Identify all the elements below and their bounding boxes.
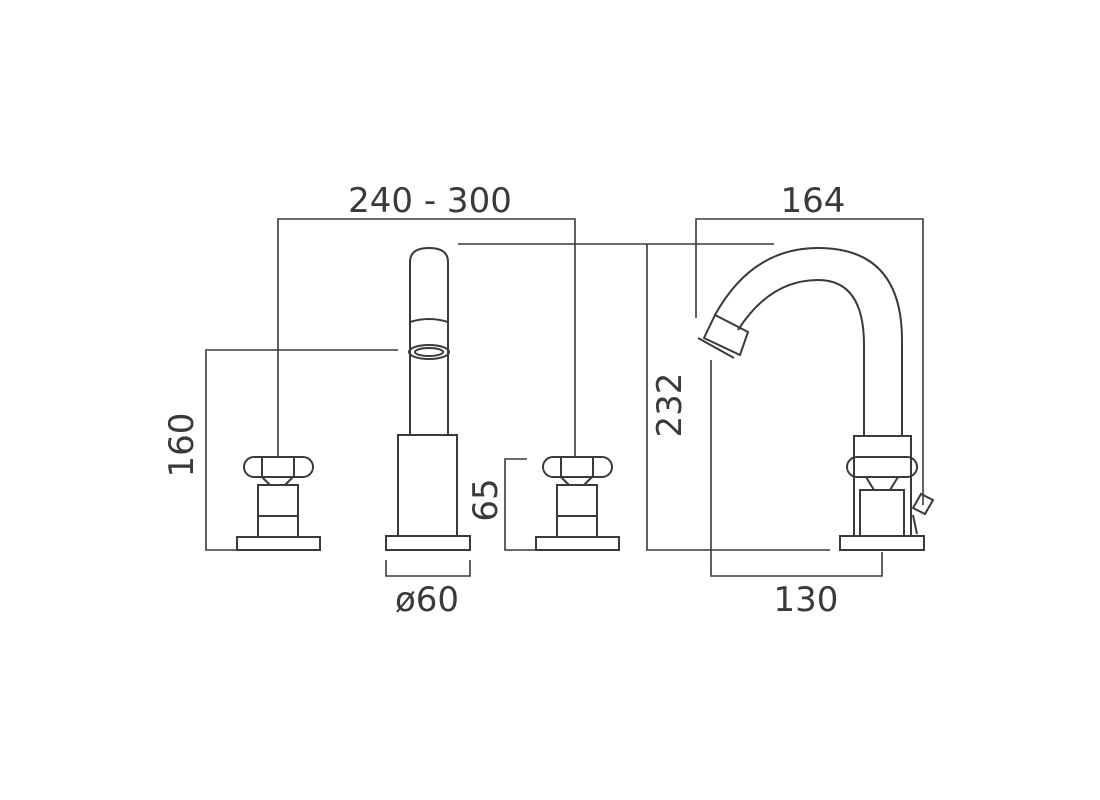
dimension-lines xyxy=(205,218,924,577)
left-cross-handle xyxy=(236,456,321,551)
right-cross-handle xyxy=(535,456,620,551)
dim-label-handle-height: 160 xyxy=(162,413,202,478)
dim-label-valve-height: 65 xyxy=(466,478,506,521)
basin-mixer-set xyxy=(236,246,620,551)
dim-label-base-diameter: ø60 xyxy=(395,580,459,620)
dim-label-bidet-projection: 164 xyxy=(781,181,846,221)
bidet-mixer xyxy=(697,246,935,551)
dim-label-bidet-depth: 130 xyxy=(774,580,839,620)
central-spout xyxy=(385,246,471,551)
dim-label-tap-spacing: 240 - 300 xyxy=(348,181,512,221)
dim-label-overall-height: 232 xyxy=(650,373,690,438)
